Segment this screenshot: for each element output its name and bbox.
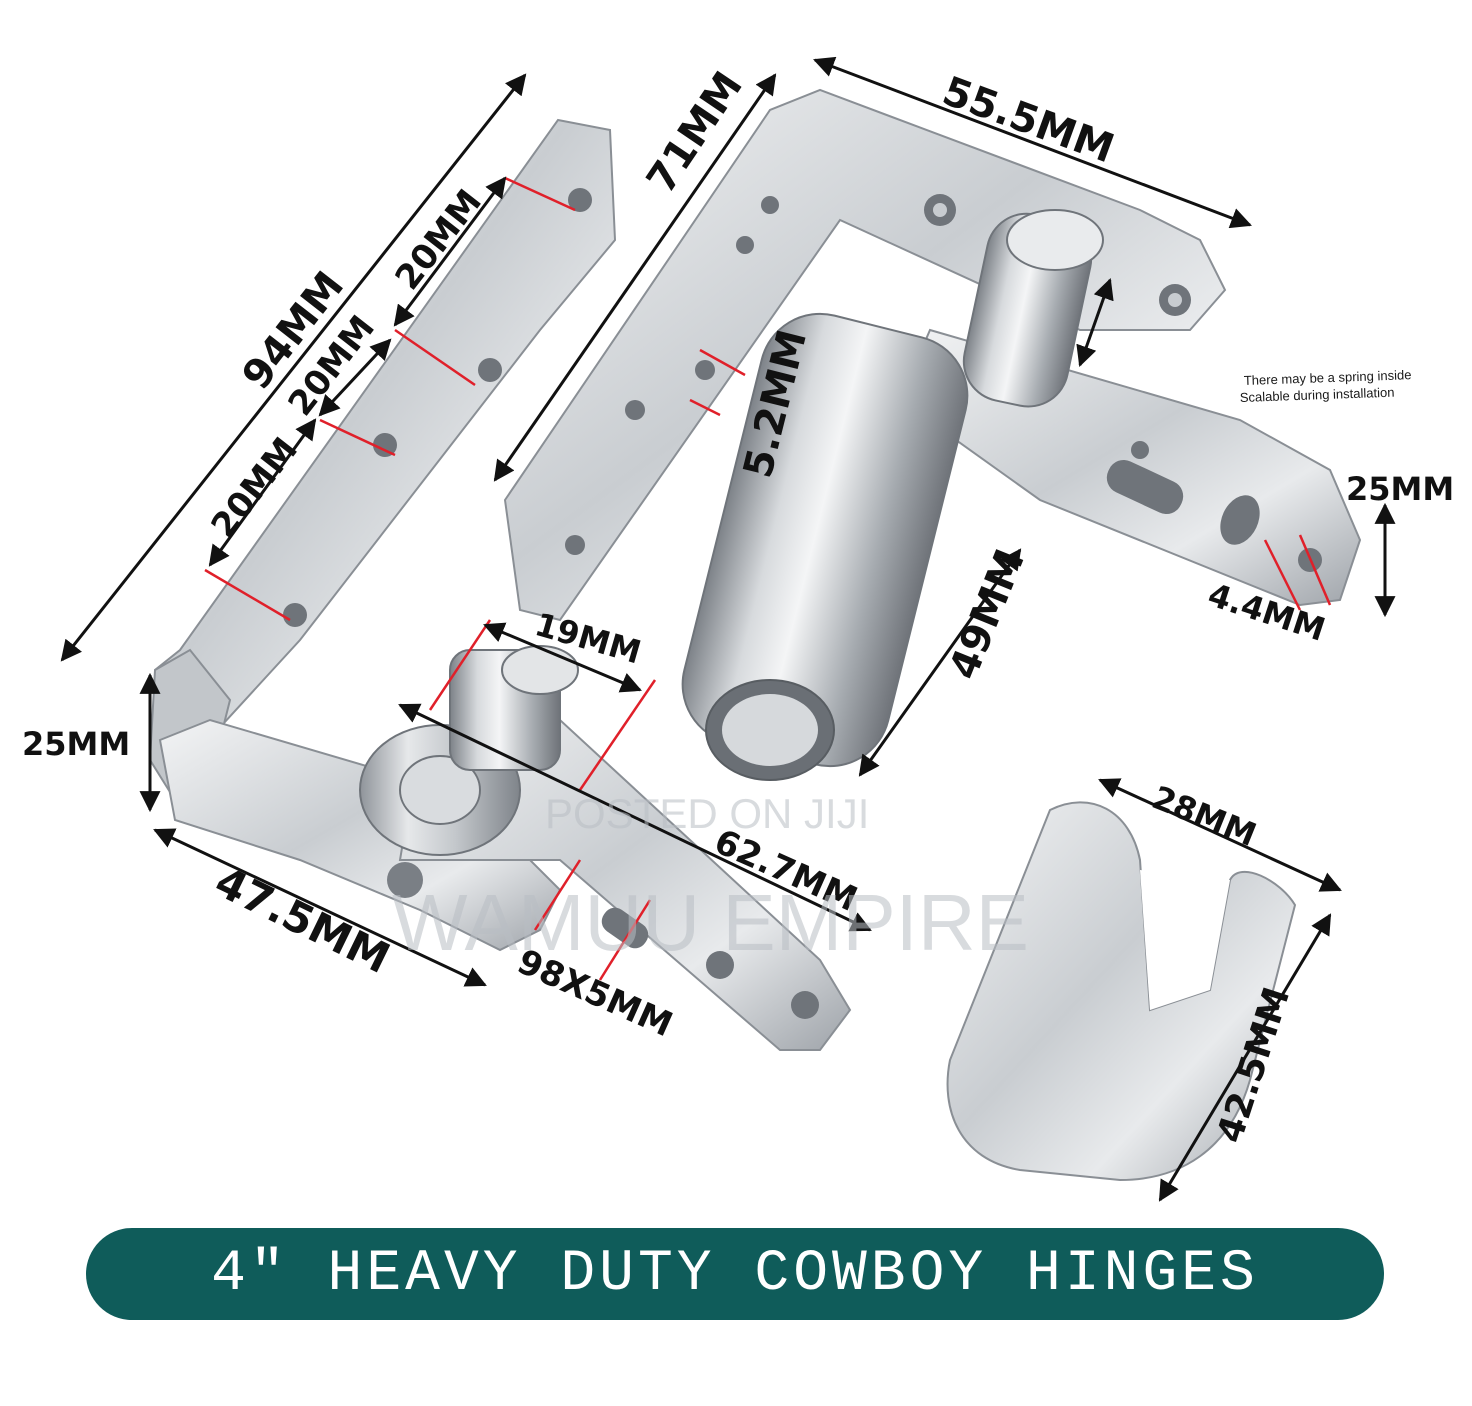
note-line-1: There may be a spring inside bbox=[1244, 367, 1412, 388]
dim-25mm-right: 25MM bbox=[1346, 470, 1454, 508]
dim-49mm: 49MM bbox=[941, 543, 1034, 686]
spring-note: There may be a spring inside Scalable du… bbox=[1240, 367, 1412, 405]
watermark-seller: WAMUU EMPIRE bbox=[392, 878, 1029, 967]
dim-28mm: 28MM bbox=[1147, 778, 1262, 854]
watermark: POSTED ON JIJI WAMUU EMPIRE bbox=[392, 790, 1029, 967]
dimension-arrows bbox=[60, 56, 1396, 1202]
banner-title: 4" HEAVY DUTY COWBOY HINGES bbox=[211, 1241, 1259, 1307]
title-banner: 4" HEAVY DUTY COWBOY HINGES bbox=[86, 1228, 1384, 1320]
note-line-2: Scalable during installation bbox=[1240, 385, 1395, 405]
watermark-posted: POSTED ON JIJI bbox=[545, 790, 869, 837]
dim-25mm-left: 25MM bbox=[22, 725, 130, 763]
